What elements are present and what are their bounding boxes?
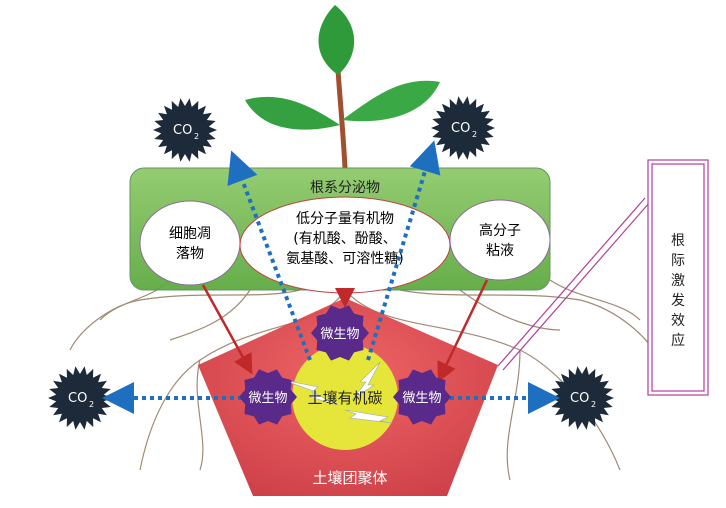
callout-connector <box>497 197 651 371</box>
svg-text:CO: CO <box>451 121 470 136</box>
mucilage-ellipse <box>449 199 551 281</box>
microbe-right: 微生物 <box>393 369 451 425</box>
mucilage-label: 高分子 <box>479 222 521 239</box>
low-molecular-label-3: 氨基酸、可溶性糖) <box>286 250 403 267</box>
mucilage-label-2: 粘液 <box>486 243 514 259</box>
svg-text:CO: CO <box>68 391 87 406</box>
lightning-icon <box>282 361 393 424</box>
svg-text:2: 2 <box>89 400 94 409</box>
root-exudates-title: 根系分泌物 <box>310 180 380 196</box>
microbe-left: 微生物 <box>239 369 297 425</box>
svg-text:微生物: 微生物 <box>248 391 287 406</box>
microbe-top: 微生物 <box>311 305 369 361</box>
svg-text:微生物: 微生物 <box>402 391 441 406</box>
soil-aggregate-label: 土壤团聚体 <box>312 469 387 487</box>
red-arrows <box>201 279 489 383</box>
co2-release-arrows <box>102 140 560 414</box>
svg-text:CO: CO <box>173 123 192 138</box>
priming-effect-label: 根际激发效应 <box>671 233 685 349</box>
svg-text:2: 2 <box>194 132 199 141</box>
svg-text:微生物: 微生物 <box>320 327 359 342</box>
svg-text:2: 2 <box>591 400 596 409</box>
svg-text:CO: CO <box>570 391 589 406</box>
priming-effect-box <box>647 159 709 396</box>
soil-organic-carbon-label: 土壤有机碳 <box>307 389 382 407</box>
cell-debris-ellipse <box>139 200 241 286</box>
plant <box>245 5 440 169</box>
svg-text:2: 2 <box>472 130 477 139</box>
low-molecular-label: 低分子量有机物 <box>296 211 394 227</box>
low-molecular-label-2: (有机酸、酚酸、 <box>293 231 396 247</box>
cell-debris-label-2: 落物 <box>176 246 204 262</box>
cell-debris-label: 细胞凋 <box>169 226 211 242</box>
